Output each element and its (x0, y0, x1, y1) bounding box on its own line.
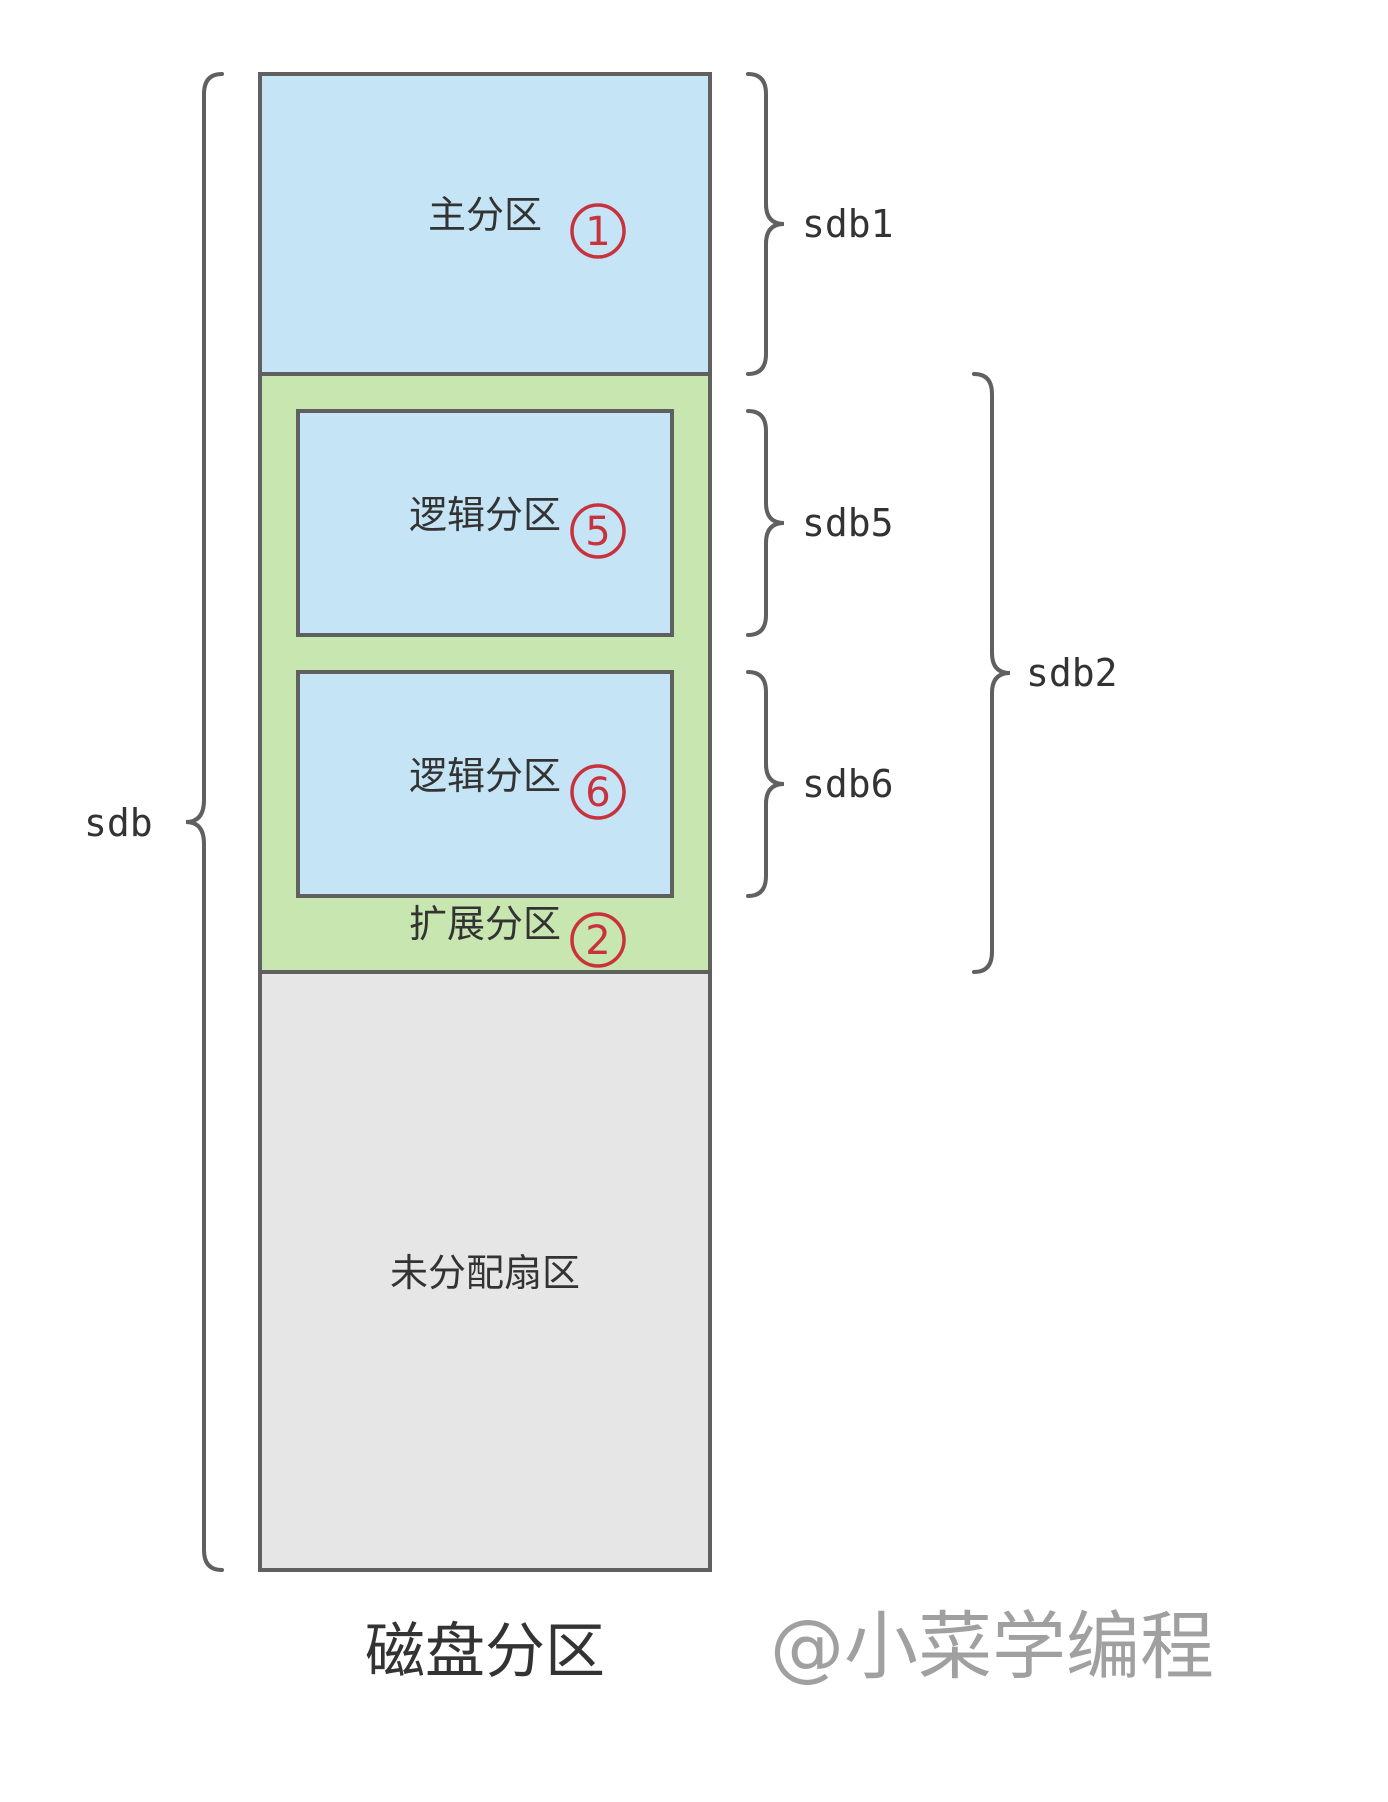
logical-partition-6-number-marker: 6 (570, 764, 626, 820)
sdb2-brace (972, 372, 1011, 974)
sdb1-label: sdb1 (802, 202, 894, 246)
primary-partition-block (258, 72, 712, 376)
sdb1-brace (746, 72, 785, 376)
sdb-brace (185, 72, 224, 1572)
diagram-caption: 磁盘分区 (365, 1617, 605, 1687)
svg-text:2: 2 (585, 918, 610, 964)
logical-partition-6-label: 逻辑分区 (409, 754, 561, 798)
sdb2-label: sdb2 (1026, 651, 1118, 695)
extended-partition-number-marker: 2 (570, 912, 626, 968)
svg-text:5: 5 (585, 509, 610, 555)
unallocated-block (258, 970, 712, 1572)
sdb6-brace (746, 670, 785, 898)
svg-text:1: 1 (585, 209, 610, 255)
logical-partition-5-label: 逻辑分区 (409, 493, 561, 537)
sdb-label: sdb (84, 801, 153, 845)
watermark: @小菜学编程 (770, 1604, 1214, 1690)
logical-partition-5-block (296, 409, 674, 637)
svg-text:6: 6 (585, 770, 610, 816)
primary-partition-label: 主分区 (428, 193, 542, 237)
logical-partition-6-block (296, 670, 674, 898)
extended-partition-label: 扩展分区 (409, 902, 561, 946)
logical-partition-5-number-marker: 5 (570, 503, 626, 559)
sdb6-label: sdb6 (802, 762, 894, 806)
unallocated-label: 未分配扇区 (390, 1251, 580, 1295)
sdb5-label: sdb5 (802, 501, 894, 545)
sdb5-brace (746, 409, 785, 637)
primary-partition-number-marker: 1 (570, 203, 626, 259)
